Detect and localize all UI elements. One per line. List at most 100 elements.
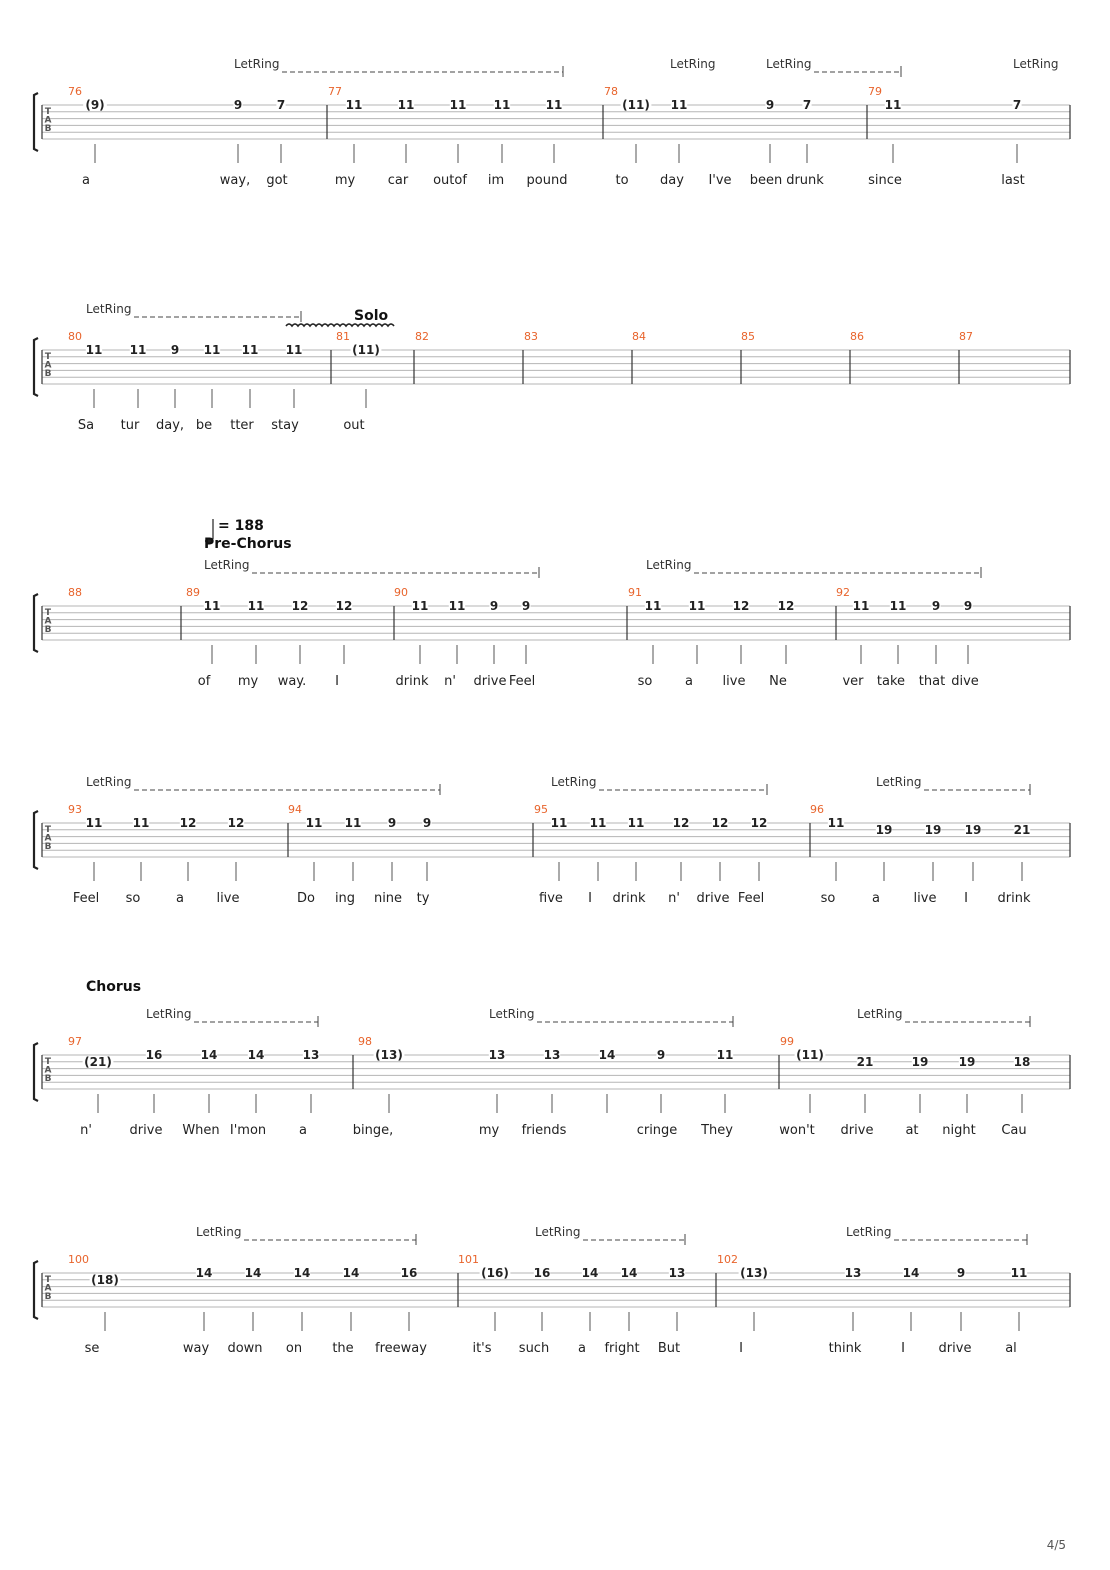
lyric-syllable: Feel [737, 891, 765, 906]
fret-mask [620, 99, 652, 110]
measure-number: 90 [394, 586, 408, 599]
fret-number: (18) [91, 1273, 119, 1287]
fret-number: 9 [490, 599, 498, 613]
fret-mask [83, 99, 107, 110]
lyric-syllable: live [722, 674, 746, 689]
fret-number: 14 [903, 1266, 920, 1280]
fret-number: 13 [669, 1266, 686, 1280]
tab-clef-letter: A [45, 834, 52, 844]
fret-number: 12 [733, 599, 750, 613]
fret-number: 11 [645, 599, 662, 613]
fret-number: 21 [1014, 823, 1031, 837]
fret-number: 14 [294, 1266, 311, 1280]
lyric-syllable: nine [373, 891, 403, 906]
lyric-syllable: I've [708, 173, 732, 188]
measure-number: 82 [415, 330, 429, 343]
lyric-syllable: ing [334, 891, 356, 906]
fret-number: 11 [890, 599, 907, 613]
fret-number: 11 [546, 98, 563, 112]
fret-mask [233, 99, 243, 110]
tab-clef-letter: B [45, 1074, 52, 1084]
let-ring-label: LetRing [86, 302, 131, 316]
tab-clef-letter: A [45, 361, 52, 371]
fret-mask [422, 817, 432, 828]
fret-mask [82, 1055, 114, 1067]
lyric-syllable: They [701, 1123, 733, 1138]
lyric-syllable: so [125, 891, 141, 906]
fret-mask [716, 1049, 734, 1060]
fret-mask [884, 99, 902, 110]
lyric-syllable: take [876, 674, 906, 689]
lyric-syllable: day [660, 173, 684, 188]
fret-number: 11 [590, 816, 607, 830]
lyric-syllable: drunk [786, 173, 824, 188]
lyric-syllable: drive [129, 1123, 163, 1138]
fret-number: 11 [412, 599, 429, 613]
lyric-syllable: pound [526, 173, 568, 188]
fret-number: 19 [912, 1055, 929, 1069]
fret-number: 11 [86, 816, 103, 830]
lyric-syllable: live [216, 891, 240, 906]
fret-number: 12 [751, 816, 768, 830]
lyric-syllable: Feel [508, 674, 536, 689]
lyric-syllable: of [197, 674, 211, 689]
lyric-syllable: way, [219, 173, 251, 188]
lyric-syllable: ty [416, 891, 430, 906]
lyric-syllable: it's [472, 1341, 492, 1356]
fret-mask [179, 817, 197, 828]
fret-number: (13) [740, 1266, 768, 1280]
fret-mask [550, 817, 568, 828]
fret-number: 9 [964, 599, 972, 613]
fret-mask [276, 99, 286, 110]
fret-mask [203, 600, 221, 611]
fret-mask [911, 1055, 929, 1067]
lyric-syllable: won't [779, 1123, 815, 1138]
fret-mask [293, 1267, 311, 1278]
tab-clef-letter: B [45, 369, 52, 379]
fret-number: (11) [352, 343, 380, 357]
fret-number: 12 [336, 599, 353, 613]
fret-number: 9 [932, 599, 940, 613]
lyric-syllable: at [905, 1123, 919, 1138]
fret-mask [802, 99, 812, 110]
fret-mask [89, 1273, 121, 1285]
fret-number: 11 [130, 343, 147, 357]
fret-number: 9 [234, 98, 242, 112]
measure-number: 98 [358, 1035, 372, 1048]
let-ring-label: LetRing [535, 1225, 580, 1239]
fret-number: 11 [345, 816, 362, 830]
lyric-syllable: that [918, 674, 946, 689]
fret-mask [852, 600, 870, 611]
system-bracket [32, 1042, 39, 1102]
tab-clef-letter: T [45, 1275, 52, 1285]
fret-number: 11 [628, 816, 645, 830]
system-bracket [32, 593, 39, 653]
fret-number: 9 [388, 816, 396, 830]
lyric-syllable: a [82, 173, 90, 188]
fret-number: 11 [133, 816, 150, 830]
fret-mask [644, 600, 662, 611]
measure-number: 100 [68, 1253, 89, 1266]
lyric-syllable: last [1001, 173, 1025, 188]
fret-mask [533, 1267, 551, 1278]
fret-mask [397, 99, 415, 110]
fret-mask [598, 1049, 616, 1060]
fret-mask [672, 817, 690, 828]
measure-number: 95 [534, 803, 548, 816]
measure-number: 93 [68, 803, 82, 816]
fret-mask [132, 817, 150, 828]
fret-mask [227, 817, 245, 828]
fret-mask [620, 1267, 638, 1278]
lyric-syllable: I [901, 1341, 905, 1356]
fret-mask [448, 600, 466, 611]
lyric-syllable: a [299, 1123, 307, 1138]
fret-number: (21) [84, 1055, 112, 1069]
lyric-syllable: my [478, 1123, 500, 1138]
fret-mask [581, 1267, 599, 1278]
lyric-syllable: be [195, 418, 213, 433]
measure-number: 91 [628, 586, 642, 599]
lyric-syllable: five [539, 891, 563, 906]
